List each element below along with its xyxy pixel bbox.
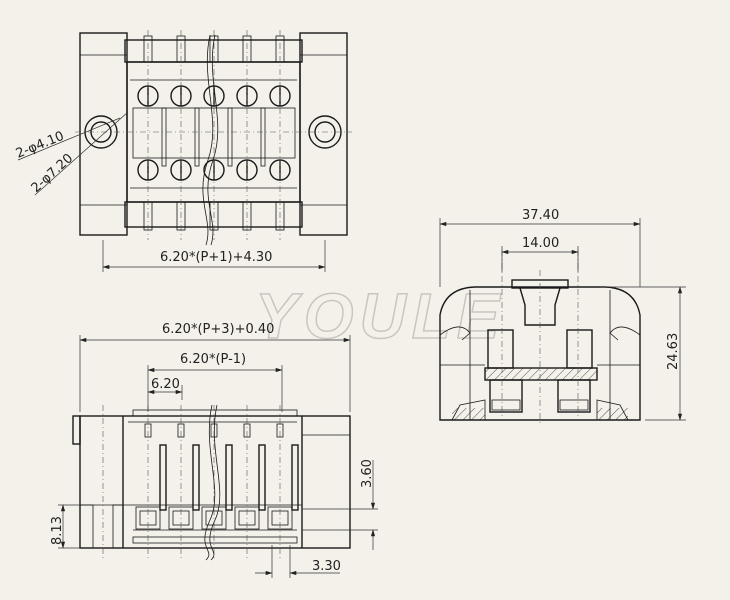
terminal-5: [269, 30, 291, 240]
side-inner-dimension: 14.00: [522, 236, 559, 251]
front-pin-span-dimension: 6.20*(P-1): [180, 352, 246, 367]
front-pin-height-dimension: 3.60: [360, 459, 375, 488]
pin-5: [267, 405, 299, 560]
pin-2: [168, 405, 200, 560]
terminal-4: [236, 30, 266, 240]
front-left-height-dimension: 8.13: [50, 516, 65, 545]
front-view: 6.20*(P+3)+0.40 6.20*(P-1) 6.20 8.13 3.6…: [50, 322, 378, 578]
hole-outer-diameter-label: 2-φ7.20: [29, 151, 77, 196]
top-width-dimension: 6.20*(P+1)+4.30: [160, 250, 272, 265]
terminal-2: [170, 30, 200, 240]
pin-1: [135, 405, 167, 560]
front-pitch-dimension: 6.20: [151, 377, 180, 392]
side-width-dimension: 37.40: [522, 208, 559, 223]
top-view: 2-φ4.10 2-φ7.20 6.20*(P+1)+4.30: [14, 30, 352, 272]
pin-4: [234, 405, 266, 560]
front-pin-offset-dimension: 3.30: [312, 559, 341, 574]
front-overall-dimension: 6.20*(P+3)+0.40: [162, 322, 274, 337]
terminal-1: [137, 30, 167, 240]
side-view: 37.40 14.00 24.63: [439, 208, 686, 425]
side-height-dimension: 24.63: [666, 333, 681, 370]
watermark-logo: YOULE: [255, 280, 505, 352]
